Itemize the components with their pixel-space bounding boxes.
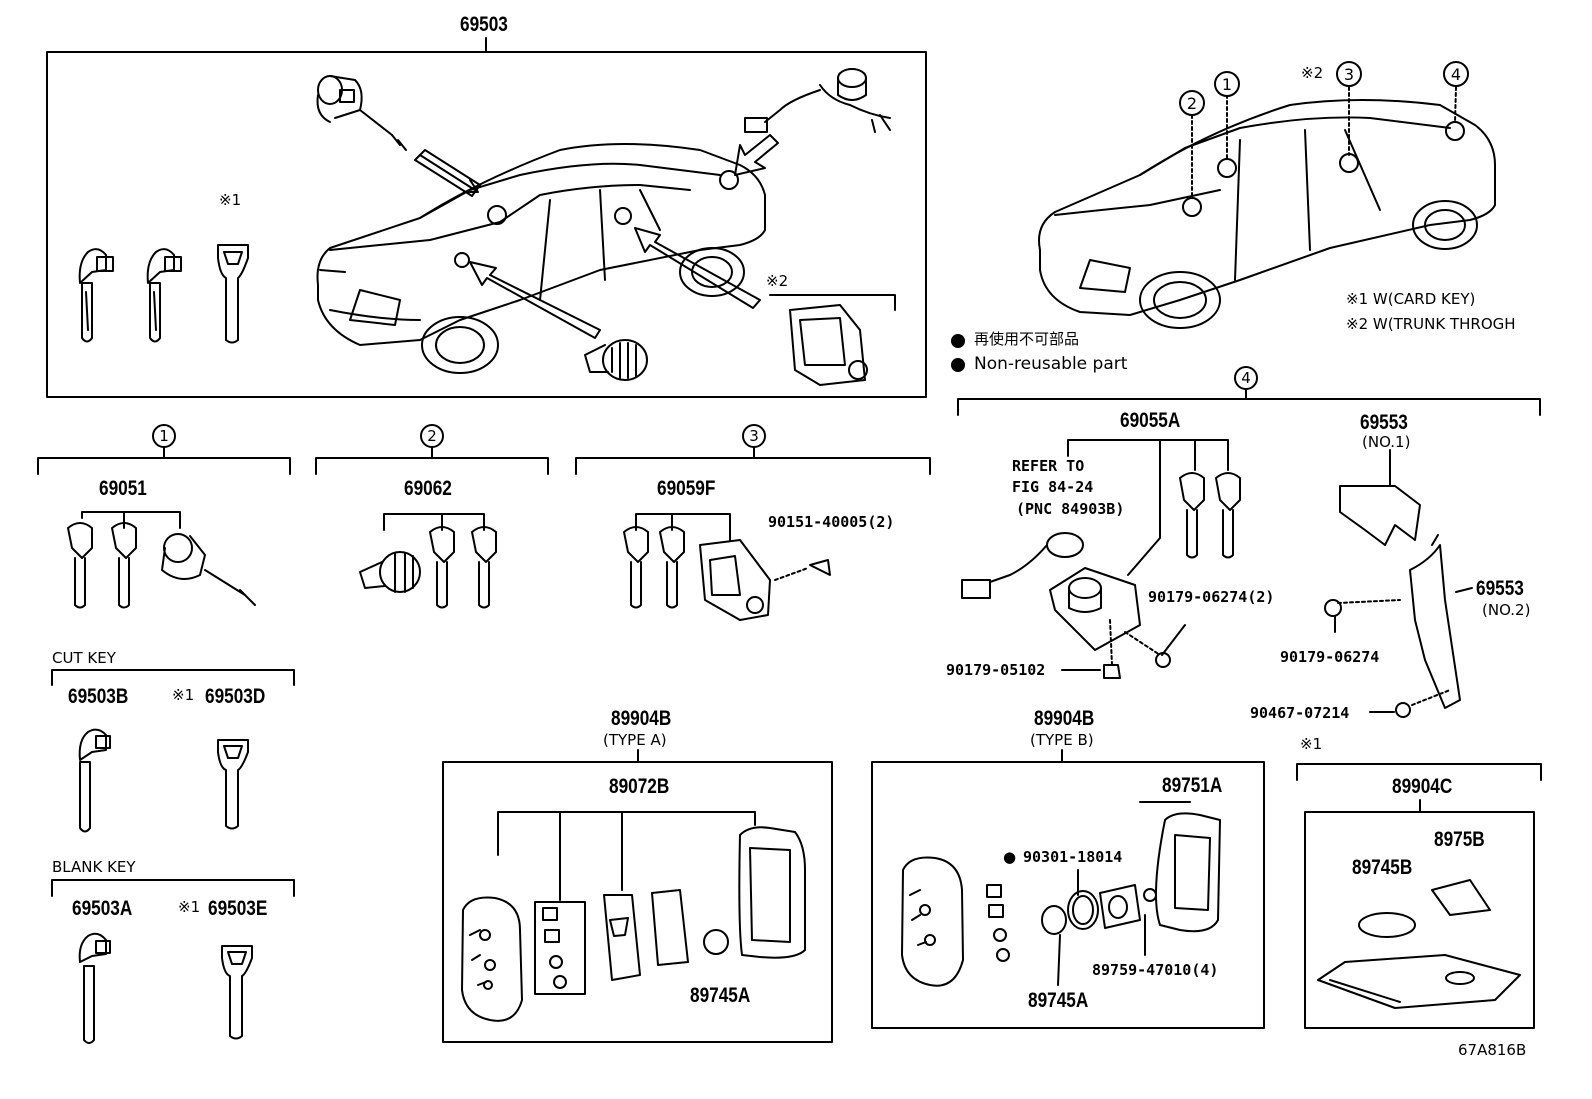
type-b-seal-dot: ● [1003,848,1017,866]
blank-key-group [51,879,295,1044]
figure-id: 67A816B [1458,1041,1527,1059]
type-a-battery-number: 89745A [690,984,751,1007]
assembly-69503-frame [46,37,927,398]
bracket-no2-sub: (NO.2) [1482,601,1531,619]
top-key-card-emergency [217,244,249,344]
note-trunk-through: ※2 W(TRUNK THROGH [1346,315,1516,333]
refer-line-3: (PNC 84903B) [1016,500,1125,518]
refer-line-2: FIG 84-24 [1012,478,1094,496]
cut-key-title: CUT KEY [52,649,116,667]
type-a-part-number: 89904B [611,707,672,730]
type-b-battery-number: 89745A [1028,989,1089,1012]
lock-cylinder-round [584,339,648,381]
card-battery-number: 89745B [1352,856,1413,879]
group-1-circle: 1 [152,424,176,448]
refer-line-1: REFER TO [1012,457,1085,475]
card-key-box [1296,763,1542,1029]
bracket-no1-number: 69553 [1360,411,1408,434]
callout-ref-mark-2: ※2 [1301,64,1324,82]
blank-key-part-b: 69503E [208,897,268,920]
group-2-bracket [315,447,549,475]
group-3-bracket [575,447,931,475]
group4-parts [961,439,1473,718]
nonreusable-dot-1 [951,334,965,348]
top-ref-mark-1: ※1 [219,191,242,209]
callout-circle-1: 1 [1214,71,1240,97]
nonreusable-dot-2 [951,358,965,372]
type-b-box [871,749,1265,1029]
door-lock-cylinder-top [316,75,407,151]
type-b-seal-number: 90301-18014 [1023,848,1123,866]
group4-bolt-number: 90467-07214 [1250,704,1350,722]
note-nonreusable-jp: 再使用不可部品 [974,330,1080,348]
group2-part-number: 69062 [404,477,452,500]
type-a-sub: (TYPE A) [603,731,667,749]
group1-parts [67,511,256,609]
blank-key-title: BLANK KEY [52,858,136,876]
group4-screw-number: 90179-06274(2) [1148,588,1275,606]
callout-circle-2: 2 [1179,90,1205,116]
cut-key-group [51,669,295,833]
type-b-screw-number: 89759-47010(4) [1092,961,1219,979]
callout-circle-4: 4 [1443,61,1469,87]
group-1-bracket [37,447,291,475]
callout-arrows [414,134,779,339]
note-nonreusable-en: Non-reusable part [974,354,1128,374]
bracket-no1-sub: (NO.1) [1362,433,1411,451]
trunk-through-part [769,294,896,386]
group-4-circle: 4 [1234,366,1258,390]
card-part-number: 89904C [1392,775,1453,798]
group-3-circle: 3 [742,424,766,448]
group4-part-number: 69055A [1120,409,1181,432]
cut-key-part-a: 69503B [68,685,129,708]
assembly-part-number: 69503 [460,13,508,36]
group4-nut2-number: 90179-06274 [1280,648,1380,666]
group4-nut-number: 90179-05102 [946,661,1046,679]
cut-key-ref-mark: ※1 [172,686,195,704]
group3-part-number: 69059F [657,477,716,500]
callout-circle-3: 3 [1336,61,1362,87]
type-a-inner-number: 89072B [609,775,670,798]
top-ref-mark-2: ※2 [766,272,789,290]
type-a-box [442,749,833,1043]
car-illustration-left [316,143,766,374]
group-2-circle: 2 [420,424,444,448]
top-key-1 [78,248,114,343]
ignition-switch-top [744,68,891,133]
type-b-sub: (TYPE B) [1030,731,1094,749]
group2-parts [359,513,497,609]
bracket-no2-number: 69553 [1476,577,1524,600]
card-ref-mark: ※1 [1300,735,1323,753]
card-label-number: 8975B [1434,828,1485,851]
type-b-part-number: 89904B [1034,707,1095,730]
note-card-key: ※1 W(CARD KEY) [1346,290,1476,308]
group1-part-number: 69051 [99,477,147,500]
car-illustration-right [1038,86,1496,329]
top-key-2 [146,248,182,343]
type-b-case-number: 89751A [1162,774,1223,797]
group-4-bracket [957,389,1541,416]
cut-key-part-b: 69503D [205,685,266,708]
group3-parts [623,513,831,621]
blank-key-ref-mark: ※1 [178,898,201,916]
group3-screw-number: 90151-40005(2) [768,513,895,531]
blank-key-part-a: 69503A [72,897,133,920]
